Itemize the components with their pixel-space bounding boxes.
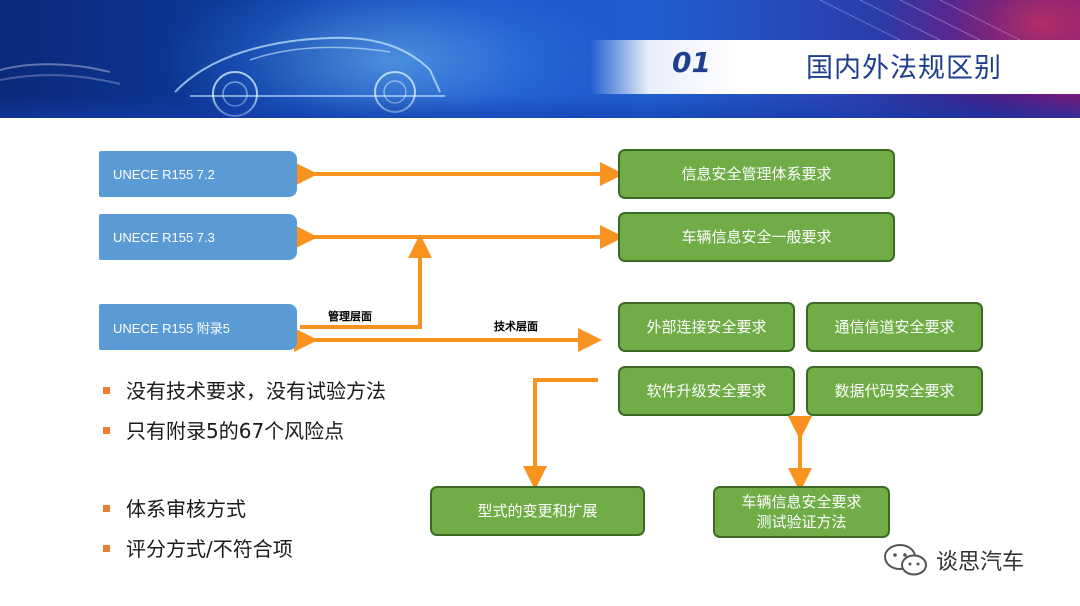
technical-level-label: 技术层面 <box>494 320 538 333</box>
r155-7-2-box: UNECE R155 7.2 <box>99 151 297 197</box>
arrow-to-type-change <box>523 378 598 490</box>
general-requirements-label: 车辆信息安全一般要求 <box>681 228 832 246</box>
data-code-box: 数据代码安全要求 <box>806 366 983 416</box>
external-connection-label: 外部连接安全要求 <box>646 318 767 336</box>
test-method-box: 车辆信息安全要求 测试验证方法 <box>713 486 890 538</box>
bullet-item: 没有技术要求，没有试验方法 <box>100 374 386 408</box>
bullet-text: 评分方式/不符合项 <box>126 537 293 561</box>
software-update-label: 软件升级安全要求 <box>646 382 767 400</box>
r155-annex5-label: UNECE R155 附录5 <box>113 320 231 336</box>
bullet-list-audit: 体系审核方式 评分方式/不符合项 <box>100 492 293 566</box>
test-method-label-line2: 测试验证方法 <box>756 513 847 531</box>
arrow-management <box>300 234 432 329</box>
bullet-text: 没有技术要求，没有试验方法 <box>126 379 386 403</box>
type-change-box: 型式的变更和扩展 <box>430 486 645 536</box>
bullet-item: 体系审核方式 <box>100 492 293 526</box>
bullet-text: 只有附录5的67个风险点 <box>126 419 345 443</box>
isms-requirements-label: 信息安全管理体系要求 <box>681 165 832 183</box>
general-requirements-box: 车辆信息安全一般要求 <box>618 212 895 262</box>
test-method-label-line1: 车辆信息安全要求 <box>741 493 862 511</box>
bullet-marker <box>103 387 110 394</box>
data-code-label: 数据代码安全要求 <box>834 382 955 400</box>
r155-7-2-label: UNECE R155 7.2 <box>113 166 215 182</box>
r155-7-3-box: UNECE R155 7.3 <box>99 214 297 260</box>
bullet-item: 评分方式/不符合项 <box>100 532 293 566</box>
watermark-text: 谈思汽车 <box>936 550 1025 575</box>
bullet-list-technical: 没有技术要求，没有试验方法 只有附录5的67个风险点 <box>100 374 386 448</box>
bullet-marker <box>103 545 110 552</box>
bullet-marker <box>103 505 110 512</box>
watermark: 谈思汽车 <box>882 540 1024 580</box>
wechat-icon <box>884 544 927 576</box>
banner-ground <box>0 96 1080 118</box>
isms-requirements-box: 信息安全管理体系要求 <box>618 149 895 199</box>
section-number: 01 <box>672 46 711 79</box>
bullet-item: 只有附录5的67个风险点 <box>100 414 386 448</box>
type-change-label: 型式的变更和扩展 <box>477 502 598 520</box>
comm-channel-label: 通信信道安全要求 <box>834 318 955 336</box>
page-title: 国内外法规区别 <box>806 53 1002 84</box>
external-connection-box: 外部连接安全要求 <box>618 302 795 352</box>
comm-channel-box: 通信信道安全要求 <box>806 302 983 352</box>
r155-7-3-label: UNECE R155 7.3 <box>113 229 215 245</box>
management-level-label: 管理层面 <box>328 310 372 323</box>
software-update-box: 软件升级安全要求 <box>618 366 795 416</box>
bullet-marker <box>103 427 110 434</box>
bullet-text: 体系审核方式 <box>126 497 246 521</box>
r155-annex5-box: UNECE R155 附录5 <box>99 304 297 350</box>
title-strip <box>590 40 1080 94</box>
